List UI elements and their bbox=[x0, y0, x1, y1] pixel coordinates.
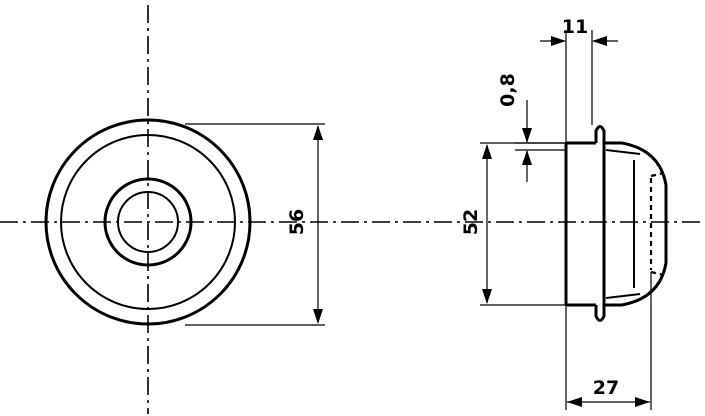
front-view-outer-circle bbox=[44, 118, 252, 326]
front-view-bore-circle bbox=[117, 191, 179, 253]
hidden-line-bottom bbox=[650, 270, 665, 277]
hidden-line-top bbox=[650, 171, 665, 178]
cap-inner-line bbox=[605, 149, 641, 155]
arrowhead-left bbox=[592, 36, 607, 46]
dimension-flange-thickness: 0,8 bbox=[497, 73, 566, 182]
dimension-outer-diameter: 56 bbox=[185, 123, 325, 326]
dimension-overall-length: 27 bbox=[565, 272, 652, 410]
dimension-cup-length: 11 bbox=[540, 16, 618, 143]
arrowhead-top bbox=[482, 144, 492, 159]
front-view bbox=[0, 5, 705, 414]
dimension-label-52: 52 bbox=[460, 209, 482, 235]
arrowhead-right bbox=[551, 36, 566, 46]
arrowhead-left bbox=[567, 397, 582, 407]
flange-rim bbox=[594, 125, 606, 322]
arrowhead-top bbox=[313, 125, 323, 140]
arrowhead-down bbox=[522, 128, 532, 143]
dimension-label-27: 27 bbox=[593, 377, 619, 399]
dome-cap bbox=[604, 141, 668, 307]
cap-inner-line-bottom bbox=[605, 293, 641, 299]
arrowhead-up bbox=[522, 150, 532, 165]
arrowhead-right bbox=[635, 397, 650, 407]
dimension-label-0-8: 0,8 bbox=[497, 73, 519, 107]
front-view-second-circle bbox=[60, 134, 236, 310]
front-view-hub-circle bbox=[103, 177, 193, 267]
dimension-flange-diameter: 52 bbox=[460, 142, 566, 306]
side-view bbox=[564, 125, 668, 322]
arrowhead-bottom bbox=[313, 309, 323, 324]
dimension-label-11: 11 bbox=[562, 16, 588, 38]
dimension-label-56: 56 bbox=[286, 209, 308, 235]
arrowhead-bottom bbox=[482, 289, 492, 304]
